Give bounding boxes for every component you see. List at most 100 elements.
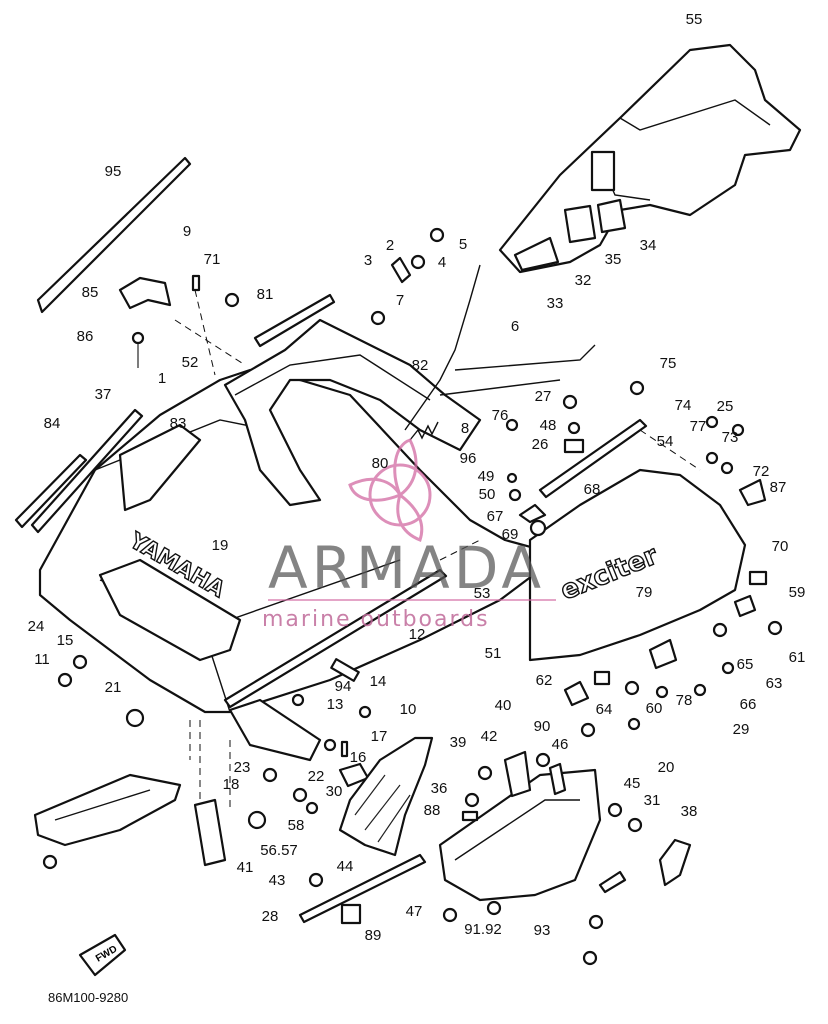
part-63 bbox=[721, 661, 735, 675]
part-88 bbox=[340, 903, 362, 925]
callout-56-57: 56.57 bbox=[260, 842, 298, 859]
part-64 bbox=[624, 680, 640, 696]
part-74-strip bbox=[538, 418, 648, 499]
part-37-strip bbox=[30, 408, 144, 534]
part-36-strip bbox=[298, 853, 427, 924]
callout-67: 67 bbox=[487, 508, 504, 525]
part-32 bbox=[563, 204, 597, 244]
callout-62: 62 bbox=[536, 672, 553, 689]
callout-75: 75 bbox=[660, 355, 677, 372]
callout-79: 79 bbox=[636, 584, 653, 601]
part-87 bbox=[738, 478, 767, 507]
callout-32: 32 bbox=[575, 272, 592, 289]
callout-30: 30 bbox=[326, 783, 343, 800]
part-72 bbox=[720, 461, 734, 475]
part-16 bbox=[305, 801, 319, 815]
part-83-panel bbox=[118, 423, 202, 512]
callout-33: 33 bbox=[547, 295, 564, 312]
propeller-logo-icon bbox=[348, 438, 432, 542]
callout-20: 20 bbox=[658, 759, 675, 776]
callout-71: 71 bbox=[204, 251, 221, 268]
part-62 bbox=[563, 680, 590, 707]
part-48 bbox=[505, 418, 519, 432]
callout-85: 85 bbox=[82, 284, 99, 301]
part-20 bbox=[72, 654, 88, 670]
callout-53: 53 bbox=[474, 585, 491, 602]
callout-60: 60 bbox=[646, 700, 663, 717]
callout-44: 44 bbox=[337, 858, 354, 875]
callout-31: 31 bbox=[644, 792, 661, 809]
callout-29: 29 bbox=[733, 721, 750, 738]
callout-21: 21 bbox=[105, 679, 122, 696]
part-5 bbox=[429, 227, 445, 243]
callout-6: 6 bbox=[511, 318, 519, 335]
callout-8: 8 bbox=[461, 420, 469, 437]
watermark-subtitle: marine outboards bbox=[262, 607, 490, 632]
callout-1: 1 bbox=[158, 370, 166, 387]
callout-80: 80 bbox=[372, 455, 389, 472]
callout-82: 82 bbox=[412, 357, 429, 374]
callout-16: 16 bbox=[350, 749, 367, 766]
callout-19: 19 bbox=[212, 537, 229, 554]
callout-86: 86 bbox=[77, 328, 94, 345]
callout-50: 50 bbox=[479, 486, 496, 503]
part-39 bbox=[548, 762, 567, 796]
part-75 bbox=[629, 380, 645, 396]
callout-88: 88 bbox=[424, 802, 441, 819]
callout-69: 69 bbox=[502, 526, 519, 543]
callout-4: 4 bbox=[438, 254, 446, 271]
part-8-spring bbox=[409, 421, 439, 441]
callout-46: 46 bbox=[552, 736, 569, 753]
part-19 bbox=[57, 672, 73, 688]
callout-49: 49 bbox=[478, 468, 495, 485]
callout-10: 10 bbox=[400, 701, 417, 718]
part-67 bbox=[518, 503, 547, 524]
callout-35: 35 bbox=[605, 251, 622, 268]
part-7 bbox=[370, 310, 386, 326]
callout-45: 45 bbox=[624, 775, 641, 792]
part-60 bbox=[648, 638, 678, 670]
callout-39: 39 bbox=[450, 734, 467, 751]
part-13-washer-c bbox=[292, 787, 308, 803]
callout-51: 51 bbox=[485, 645, 502, 662]
part-84-strip bbox=[14, 453, 88, 529]
part-3 bbox=[390, 256, 412, 284]
part-30-cover bbox=[338, 736, 434, 857]
callout-2: 2 bbox=[386, 237, 394, 254]
part-13-washer bbox=[358, 705, 372, 719]
part-42 bbox=[607, 802, 623, 818]
part-21 bbox=[330, 658, 360, 682]
callout-47: 47 bbox=[406, 903, 423, 920]
part-81-strip bbox=[253, 293, 336, 348]
part-14 bbox=[340, 740, 349, 758]
part-65 bbox=[767, 620, 783, 636]
part-66 bbox=[627, 717, 641, 731]
part-93 bbox=[42, 854, 58, 870]
callout-78: 78 bbox=[676, 692, 693, 709]
part-45 bbox=[461, 810, 479, 822]
part-95-strip bbox=[36, 156, 192, 314]
callout-52: 52 bbox=[182, 354, 199, 371]
callout-68: 68 bbox=[584, 481, 601, 498]
part-26 bbox=[567, 421, 581, 435]
part-70 bbox=[748, 570, 768, 586]
callout-22: 22 bbox=[308, 768, 325, 785]
part-44-bolt bbox=[442, 907, 458, 923]
callout-41: 41 bbox=[237, 859, 254, 876]
callout-15: 15 bbox=[57, 632, 74, 649]
part-6-cable bbox=[404, 264, 481, 431]
part-86-pin bbox=[131, 331, 145, 345]
part-66b bbox=[693, 683, 707, 697]
callout-58: 58 bbox=[288, 817, 305, 834]
callout-34: 34 bbox=[640, 237, 657, 254]
callout-14: 14 bbox=[370, 673, 387, 690]
watermark-title: ARMADA bbox=[268, 534, 545, 602]
callout-27: 27 bbox=[535, 388, 552, 405]
callout-42: 42 bbox=[481, 728, 498, 745]
part-22-bracket bbox=[193, 798, 227, 867]
part-61 bbox=[712, 622, 728, 638]
part-33 bbox=[513, 236, 560, 272]
part-85-bracket bbox=[118, 276, 172, 310]
